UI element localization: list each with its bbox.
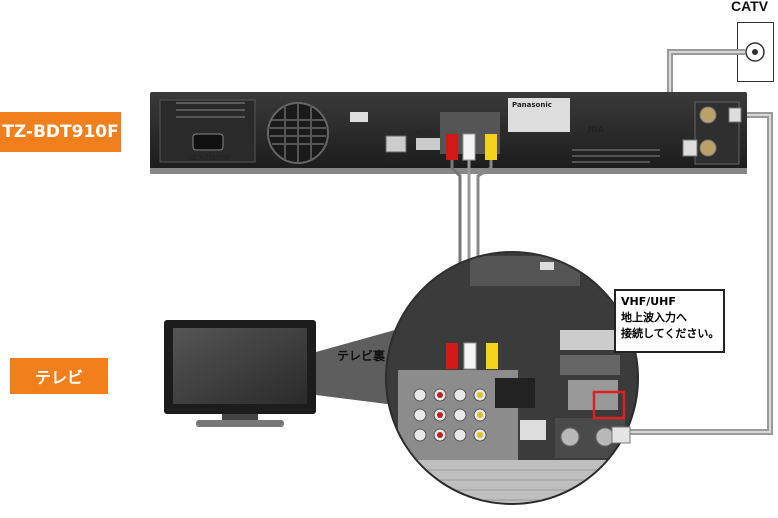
- callout-line-3: 接続してください。: [621, 327, 720, 340]
- connection-callout: VHF/UHF 地上波入力へ 接続してください。: [614, 289, 725, 353]
- zoom-callout-beam: [316, 330, 395, 405]
- power-label: AC入力100V: [188, 153, 230, 162]
- ac-inlet-icon: [192, 133, 224, 151]
- recorder-back-panel: AC入力100V LAN HDMI Panasonic JGA: [150, 92, 747, 174]
- brand-label: Panasonic: [512, 101, 552, 109]
- hdmi-label: HDMI: [416, 129, 432, 136]
- recorder-av-plugs: [446, 133, 497, 161]
- tv-uhf-input-icon: [595, 427, 615, 447]
- tv-illustration: [164, 320, 316, 427]
- tv-back-label: テレビ裏: [337, 349, 386, 363]
- tv-back-zoom: [385, 251, 639, 505]
- uhf-input-highlight: [592, 390, 626, 420]
- lan-port-icon: [385, 135, 407, 153]
- jga-label: JGA: [587, 125, 605, 134]
- callout-line-1: VHF/UHF: [621, 295, 676, 308]
- tv-label: テレビ: [10, 358, 108, 394]
- lan-label: LAN: [388, 158, 402, 166]
- callout-line-2: 地上波入力へ: [621, 311, 687, 324]
- antenna-in-connector-icon: [699, 106, 717, 124]
- hdmi-port-icon: [416, 138, 440, 150]
- model-label: TZ-BDT910F: [0, 112, 121, 152]
- usb-port-icon: [350, 112, 368, 122]
- antenna-out-connector-icon: [699, 139, 717, 157]
- catv-title: CATV: [731, 0, 769, 14]
